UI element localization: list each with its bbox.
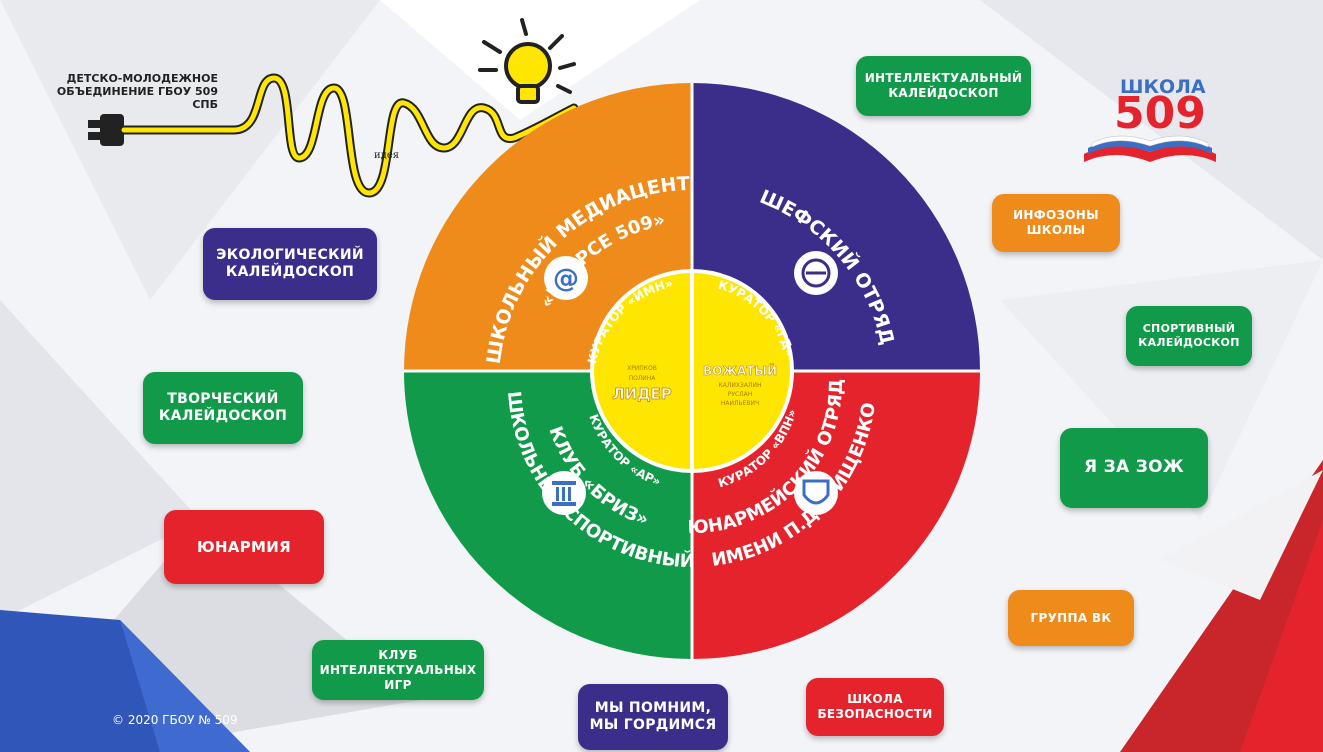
counselor-role: ВОЖАТЫЙ: [703, 363, 777, 378]
tile-label: ТВОРЧЕСКИЙ КАЛЕЙДОСКОП: [158, 390, 288, 425]
tile-we-remember[interactable]: МЫ ПОМНИМ, МЫ ГОРДИМСЯ: [578, 684, 728, 750]
tile-healthy-life[interactable]: Я ЗА ЗОЖ: [1060, 428, 1208, 508]
tile-info-zones[interactable]: ИНФОЗОНЫ ШКОЛЫ: [992, 194, 1120, 252]
tile-label: ШКОЛА БЕЗОПАСНОСТИ: [817, 692, 933, 721]
leader-name-1: ХРИПКОВ: [627, 365, 657, 372]
lightbulb-icon: [478, 18, 576, 104]
svg-text:@: @: [553, 264, 579, 294]
tile-label: СПОРТИВНЫЙ КАЛЕЙДОСКОП: [1138, 322, 1240, 349]
shield-icon: [794, 471, 838, 515]
idea-logo-text: идея: [374, 150, 399, 161]
leader-name-2: ПОЛИНА: [629, 375, 657, 382]
idea-logo: идея: [88, 73, 579, 198]
tile-label: Я ЗА ЗОЖ: [1084, 457, 1184, 478]
tile-label: КЛУБ ИНТЕЛЛЕКТУАЛЬНЫХ ИГР: [319, 647, 477, 692]
book-flag-icon: [1084, 135, 1216, 162]
tile-vk-group[interactable]: ГРУППА ВК: [1008, 590, 1134, 646]
structure-wheel: ШКОЛЬНЫЙ МЕДИАЦЕНТР «ВКУРСЕ 509» ШЕФСКИЙ…: [397, 66, 980, 659]
tile-creative-kaleidoscope[interactable]: ТВОРЧЕСКИЙ КАЛЕЙДОСКОП: [143, 372, 303, 444]
tile-sport-kaleidoscope[interactable]: СПОРТИВНЫЙ КАЛЕЙДОСКОП: [1126, 306, 1252, 366]
tile-label: ЮНАРМИЯ: [197, 537, 291, 556]
wheel-svg: ШКОЛЬНЫЙ МЕДИАЦЕНТР «ВКУРСЕ 509» ШЕФСКИЙ…: [397, 66, 980, 659]
org-caption: ДЕТСКО-МОЛОДЕЖНОЕ ОБЪЕДИНЕНИЕ ГБОУ 509 С…: [56, 72, 218, 111]
tile-eco-kaleidoscope[interactable]: ЭКОЛОГИЧЕСКИЙ КАЛЕЙДОСКОП: [203, 228, 377, 300]
tile-yunarmiya[interactable]: ЮНАРМИЯ: [164, 510, 324, 584]
tile-safety-school[interactable]: ШКОЛА БЕЗОПАСНОСТИ: [806, 678, 944, 736]
tile-label: МЫ ПОМНИМ, МЫ ГОРДИМСЯ: [589, 699, 717, 734]
counselor-name-1: КАЛИХЗАЛИН: [719, 382, 762, 389]
handshake-icon: [794, 251, 838, 295]
tile-label: ЭКОЛОГИЧЕСКИЙ КАЛЕЙДОСКОП: [216, 246, 364, 281]
tile-label: ИНФОЗОНЫ ШКОЛЫ: [1013, 208, 1099, 237]
at-sign-icon: @: [544, 256, 588, 300]
counselor-name-3: НАИЛЬЕВИЧ: [721, 400, 759, 407]
counselor-name-2: РУСЛАН: [728, 391, 753, 398]
tile-intellect-games-club[interactable]: КЛУБ ИНТЕЛЛЕКТУАЛЬНЫХ ИГР: [312, 640, 484, 700]
copyright: © 2020 ГБОУ № 509: [112, 713, 238, 727]
column-icon: [542, 471, 586, 515]
tile-label: ГРУППА ВК: [1030, 610, 1112, 625]
leader-role: ЛИДЕР: [612, 385, 672, 403]
school-logo-title: ШКОЛА: [1120, 76, 1206, 98]
school-logo-number: 509: [1114, 88, 1206, 139]
tile-intellect-kaleidoscope[interactable]: ИНТЕЛЛЕКТУАЛЬНЫЙ КАЛЕЙДОСКОП: [856, 56, 1031, 116]
tile-label: ИНТЕЛЛЕКТУАЛЬНЫЙ КАЛЕЙДОСКОП: [864, 71, 1023, 100]
